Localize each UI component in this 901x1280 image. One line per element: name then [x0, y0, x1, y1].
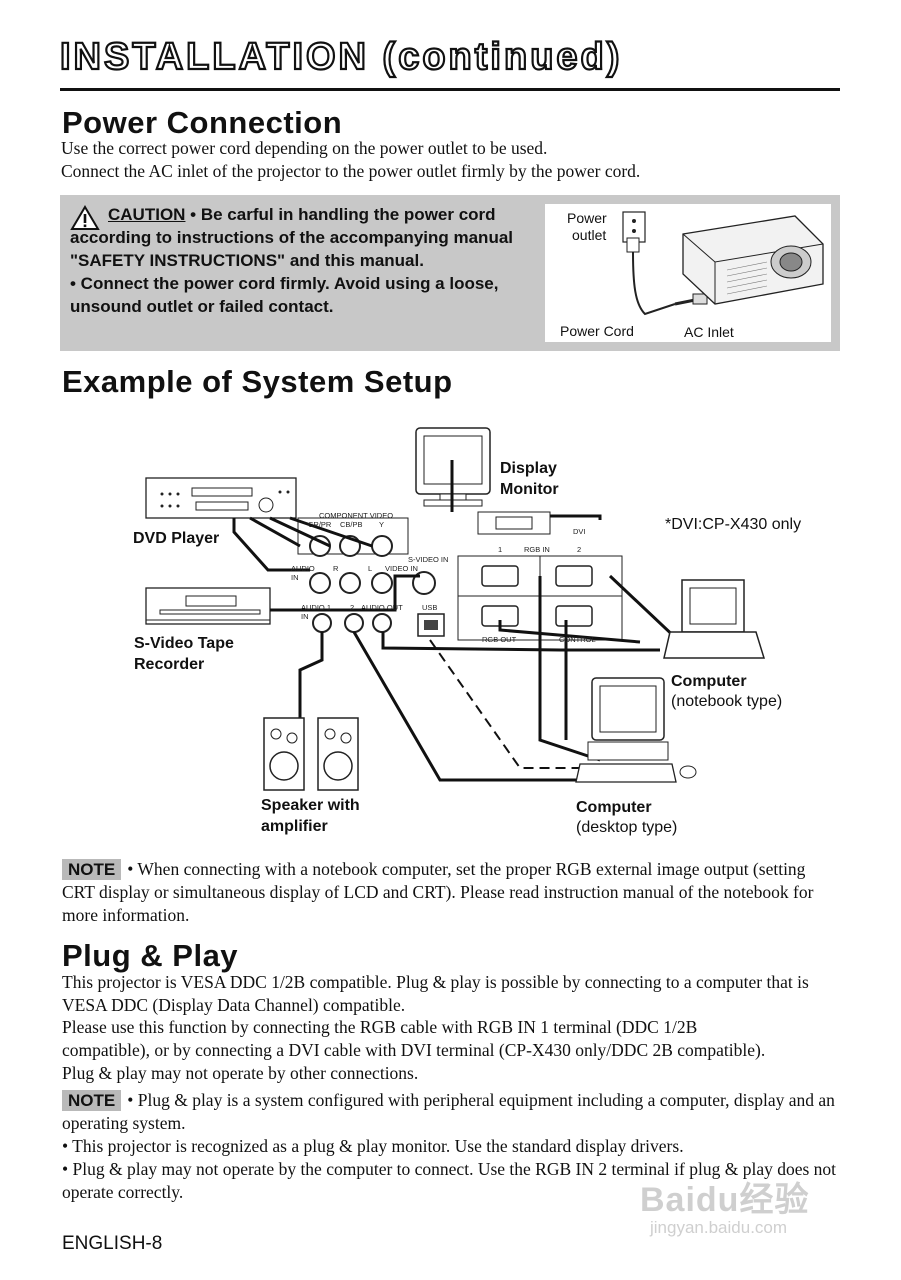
- projector-power-illustration: [622, 211, 824, 316]
- power-outlet-label-2: outlet: [572, 227, 607, 243]
- dvi-note-label: *DVI:CP-X430 only: [665, 516, 802, 533]
- cb-pb-label: CB/PB: [340, 520, 363, 529]
- rgb-in-2-label: 2: [577, 545, 582, 554]
- svideo-recorder-label-2: Recorder: [134, 656, 205, 673]
- power-connection-heading: Power Connection: [62, 105, 343, 140]
- audio1-label: AUDIO 1: [301, 603, 332, 612]
- plug-play-note-3: • Plug & play may not operate by the com…: [62, 1159, 837, 1202]
- setup-note: NOTE• When connecting with a notebook co…: [62, 858, 837, 927]
- audio-in-label-2: IN: [291, 573, 299, 582]
- rgb-in-label: RGB IN: [524, 545, 550, 554]
- svideo-recorder-label-1: S-Video Tape: [134, 635, 234, 652]
- speakers-illustration: [263, 717, 359, 791]
- baidu-watermark: Baidu经验: [640, 1181, 810, 1219]
- caution-text-1: • Be carful in handling the power cord a…: [70, 205, 514, 270]
- speaker-label-2: amplifier: [261, 818, 328, 835]
- page-footer: ENGLISH-8: [62, 1233, 163, 1254]
- plug-play-para-2: Please use this function by connecting t…: [62, 1017, 766, 1083]
- ac-inlet-label: AC Inlet: [684, 324, 734, 340]
- computer-desktop-label: Computer: [576, 799, 652, 816]
- audio-2-label: 2: [350, 603, 355, 612]
- power-cord-label: Power Cord: [560, 323, 634, 339]
- title-rule: [60, 88, 840, 91]
- warning-triangle-icon: [70, 205, 100, 230]
- r-label: R: [333, 564, 339, 573]
- computer-notebook-label: Computer: [671, 673, 747, 690]
- display-monitor-label-1: Display: [500, 460, 557, 477]
- plug-play-para-1: This projector is VESA DDC 1/2B compatib…: [62, 972, 809, 1015]
- cr-pr-label: CR/PR: [308, 520, 332, 529]
- note-badge-2: NOTE: [62, 1090, 122, 1111]
- control-label: CONTROL: [559, 635, 596, 644]
- svideo-recorder-illustration: [145, 587, 271, 625]
- plug-play-heading: Plug & Play: [62, 938, 239, 973]
- caution-text-2: • Connect the power cord firmly. Avoid u…: [70, 274, 499, 316]
- audio-out-label: AUDIO OUT: [361, 603, 403, 612]
- component-video-label: COMPONENT VIDEO: [319, 511, 394, 520]
- plug-play-note-1: • Plug & play is a system configured wit…: [62, 1090, 835, 1133]
- dvd-player-illustration: [145, 477, 297, 519]
- audio1-in-label: IN: [301, 612, 309, 621]
- power-line-1: Use the correct power cord depending on …: [61, 138, 548, 158]
- l-label: L: [368, 564, 373, 573]
- dvd-player-label: DVD Player: [133, 530, 220, 547]
- notebook-computer-illustration: [663, 579, 766, 659]
- plug-play-note: NOTE• Plug & play is a system configured…: [62, 1089, 837, 1204]
- display-monitor-label-2: Monitor: [500, 481, 559, 498]
- computer-notebook-type-label: (notebook type): [671, 693, 783, 710]
- usb-label: USB: [422, 603, 438, 612]
- plug-play-note-2: • This projector is recognized as a plug…: [62, 1136, 684, 1156]
- video-in-label: VIDEO IN: [385, 564, 418, 573]
- caution-label: CAUTION: [108, 205, 186, 224]
- system-setup-diagram: [145, 427, 766, 791]
- power-connection-figure: Power outlet Power Cord AC Inlet: [545, 204, 831, 342]
- note-badge: NOTE: [62, 859, 122, 880]
- baidu-watermark-url: jingyan.baidu.com: [650, 1218, 788, 1237]
- system-setup-heading: Example of System Setup: [62, 364, 453, 399]
- rgb-in-1-label: 1: [498, 545, 503, 554]
- computer-desktop-type-label: (desktop type): [576, 819, 678, 836]
- power-line-2: Connect the AC inlet of the projector to…: [61, 161, 641, 181]
- audio-in-label: AUDIO: [291, 564, 315, 573]
- power-outlet-label-1: Power: [567, 210, 607, 226]
- desktop-computer-illustration: [575, 677, 697, 783]
- page-title: INSTALLATION (continued): [59, 36, 623, 78]
- svideo-in-label: S-VIDEO IN: [408, 555, 449, 564]
- setup-note-text: • When connecting with a notebook comput…: [62, 859, 814, 925]
- speaker-label-1: Speaker with: [261, 797, 360, 814]
- rgb-out-label: RGB OUT: [482, 635, 517, 644]
- caution-text: CAUTION • Be carful in handling the powe…: [70, 203, 540, 318]
- dvi-label: DVI: [573, 527, 586, 536]
- y-label: Y: [379, 520, 385, 529]
